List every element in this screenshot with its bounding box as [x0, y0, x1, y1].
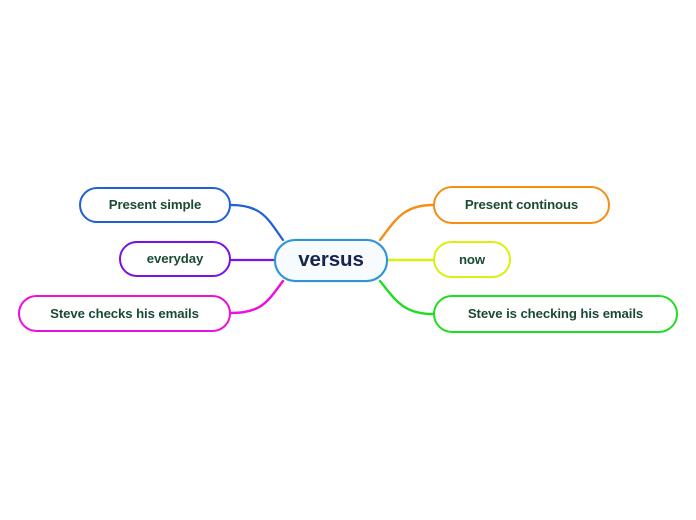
node-present-simple[interactable]: Present simple: [79, 187, 231, 223]
node-steve-checks-his-emails[interactable]: Steve checks his emails: [18, 295, 231, 332]
connector-steve-checks-his-emails: [229, 279, 285, 315]
node-now-label: now: [458, 251, 486, 267]
node-everyday[interactable]: everyday: [119, 241, 231, 277]
central-node-versus[interactable]: versus: [274, 239, 388, 282]
connector-present-continous: [378, 203, 435, 242]
node-present-continous-label: Present continous: [464, 197, 579, 213]
connector-steve-is-checking-his-emails: [378, 279, 435, 316]
node-steve-checks-his-emails-label: Steve checks his emails: [50, 305, 199, 321]
node-now[interactable]: now: [433, 241, 511, 278]
node-everyday-label: everyday: [146, 251, 204, 267]
node-steve-is-checking-his-emails[interactable]: Steve is checking his emails: [433, 295, 678, 333]
node-present-simple-label: Present simple: [108, 197, 202, 213]
central-node-label: versus: [298, 248, 364, 272]
node-present-continous[interactable]: Present continous: [433, 186, 610, 224]
connector-present-simple: [229, 203, 285, 242]
node-steve-is-checking-his-emails-label: Steve is checking his emails: [467, 306, 644, 322]
